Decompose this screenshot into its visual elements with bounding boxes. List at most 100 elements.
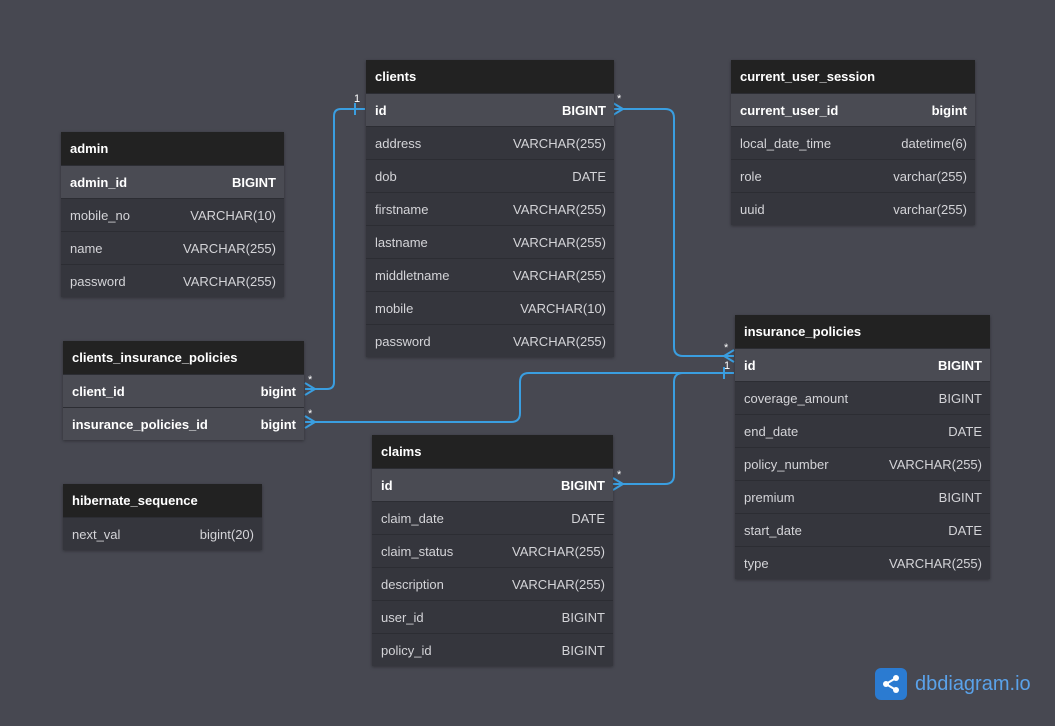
column-type: VARCHAR(255): [513, 333, 606, 349]
column-name: premium: [744, 489, 795, 505]
column-name: client_id: [72, 383, 125, 399]
column-name: policy_id: [381, 642, 432, 658]
column-name: id: [375, 102, 387, 118]
column-type: bigint: [931, 102, 967, 118]
column-type: DATE: [571, 510, 605, 526]
column-name: local_date_time: [740, 135, 832, 151]
crow-foot-policies-fk: [304, 415, 317, 429]
column-name: lastname: [375, 234, 428, 250]
column-type: VARCHAR(255): [513, 234, 606, 250]
column-row[interactable]: current_user_id bigint: [731, 93, 975, 126]
table-header[interactable]: clients: [366, 60, 614, 93]
column-type: VARCHAR(255): [889, 456, 982, 472]
crow-foot-claims-id: [612, 477, 625, 491]
column-name: password: [375, 333, 431, 349]
column-row[interactable]: policy_id BIGINT: [372, 633, 613, 666]
link-policies-fk-to-policies-id[interactable]: [305, 372, 734, 423]
column-row[interactable]: claim_status VARCHAR(255): [372, 534, 613, 567]
column-name: start_date: [744, 522, 802, 538]
column-type: bigint: [260, 383, 296, 399]
table-header[interactable]: claims: [372, 435, 613, 468]
table-header[interactable]: insurance_policies: [735, 315, 990, 348]
column-type: VARCHAR(10): [190, 207, 276, 223]
table-clients-insurance-policies[interactable]: clients_insurance_policies client_id bigin…: [63, 341, 304, 440]
column-type: datetime(6): [901, 135, 967, 151]
column-row[interactable]: password VARCHAR(255): [366, 324, 614, 357]
column-type: BIGINT: [231, 174, 276, 190]
column-type: VARCHAR(255): [513, 201, 606, 217]
column-type: BIGINT: [938, 390, 982, 406]
column-name: description: [381, 576, 444, 592]
column-name: password: [70, 273, 126, 289]
column-name: uuid: [740, 201, 765, 217]
column-name: middletname: [375, 267, 450, 283]
cardinality-label: *: [308, 374, 313, 386]
column-row[interactable]: uuid varchar(255): [731, 192, 975, 225]
cardinality-label: *: [617, 469, 622, 481]
column-row[interactable]: client_id bigint: [63, 374, 304, 407]
link-claims-id-to-policies-id[interactable]: [613, 372, 684, 485]
cardinality-label: *: [617, 93, 622, 105]
link-client-id-to-clients-id[interactable]: [305, 108, 365, 390]
column-name: mobile_no: [70, 207, 130, 223]
column-name: current_user_id: [740, 102, 839, 118]
column-type: VARCHAR(255): [513, 135, 606, 151]
column-type: BIGINT: [561, 642, 605, 658]
column-name: user_id: [381, 609, 424, 625]
column-type: DATE: [572, 168, 606, 184]
column-type: VARCHAR(255): [512, 543, 605, 559]
column-name: claim_status: [381, 543, 454, 559]
column-row[interactable]: mobile_no VARCHAR(10): [61, 198, 284, 231]
cardinality-label: *: [724, 342, 729, 354]
column-row[interactable]: lastname VARCHAR(255): [366, 225, 614, 258]
column-row[interactable]: local_date_time datetime(6): [731, 126, 975, 159]
brand-name: dbdiagram.io: [915, 673, 1031, 696]
share-icon: [875, 668, 907, 700]
table-header[interactable]: clients_insurance_policies: [63, 341, 304, 374]
link-clients-id-to-policies-id[interactable]: [613, 108, 734, 357]
table-header[interactable]: admin: [61, 132, 284, 165]
table-header[interactable]: hibernate_sequence: [63, 484, 262, 517]
brand-suffix-text: .io: [1009, 672, 1031, 695]
column-name: id: [744, 357, 756, 373]
crow-foot-policies-id: [722, 349, 735, 363]
table-current-user-session[interactable]: current_user_session current_user_id bigin…: [731, 60, 975, 225]
column-name: role: [740, 168, 762, 184]
crow-foot-clients-id: [612, 102, 625, 116]
cardinality-label: *: [308, 408, 313, 420]
column-name: end_date: [744, 423, 799, 439]
column-type: VARCHAR(10): [520, 300, 606, 316]
table-header[interactable]: current_user_session: [731, 60, 975, 93]
column-type: varchar(255): [893, 201, 967, 217]
brand-logo-link[interactable]: dbdiagram.io: [875, 668, 1031, 700]
